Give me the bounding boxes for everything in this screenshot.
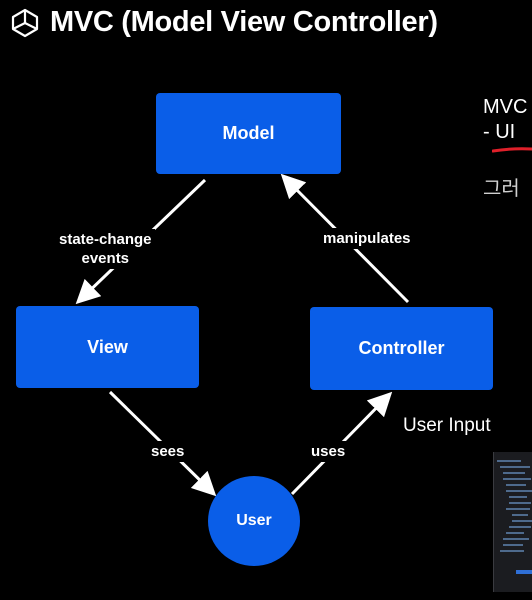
unity-logo-icon <box>11 8 39 37</box>
node-user: User <box>208 476 300 566</box>
node-view: View <box>16 306 199 388</box>
edge-label-manipulates: manipulates <box>320 228 414 249</box>
side-text-korean: 그러 <box>483 178 520 200</box>
edge-label-sees: sees <box>148 441 188 462</box>
page-title: MVC (Model View Controller) <box>50 6 438 38</box>
edge-label-uses: uses <box>308 441 349 462</box>
title-bar: MVC (Model View Controller) <box>10 6 438 39</box>
node-controller-label: Controller <box>358 338 445 358</box>
red-underline <box>492 147 532 153</box>
side-text-mvc: MVC <box>483 96 528 118</box>
edge-label-state-change-text: state-change events <box>59 231 152 267</box>
user-input-label: User Input <box>403 415 491 436</box>
node-model: Model <box>156 93 341 174</box>
node-controller: Controller <box>310 307 493 390</box>
code-editor-thumbnail <box>493 452 532 592</box>
node-view-label: View <box>87 336 128 357</box>
side-text-ui: - UI <box>483 121 516 143</box>
edge-label-state-change: state-change events <box>56 229 155 269</box>
node-model-label: Model <box>222 123 275 143</box>
node-user-label: User <box>236 512 272 529</box>
